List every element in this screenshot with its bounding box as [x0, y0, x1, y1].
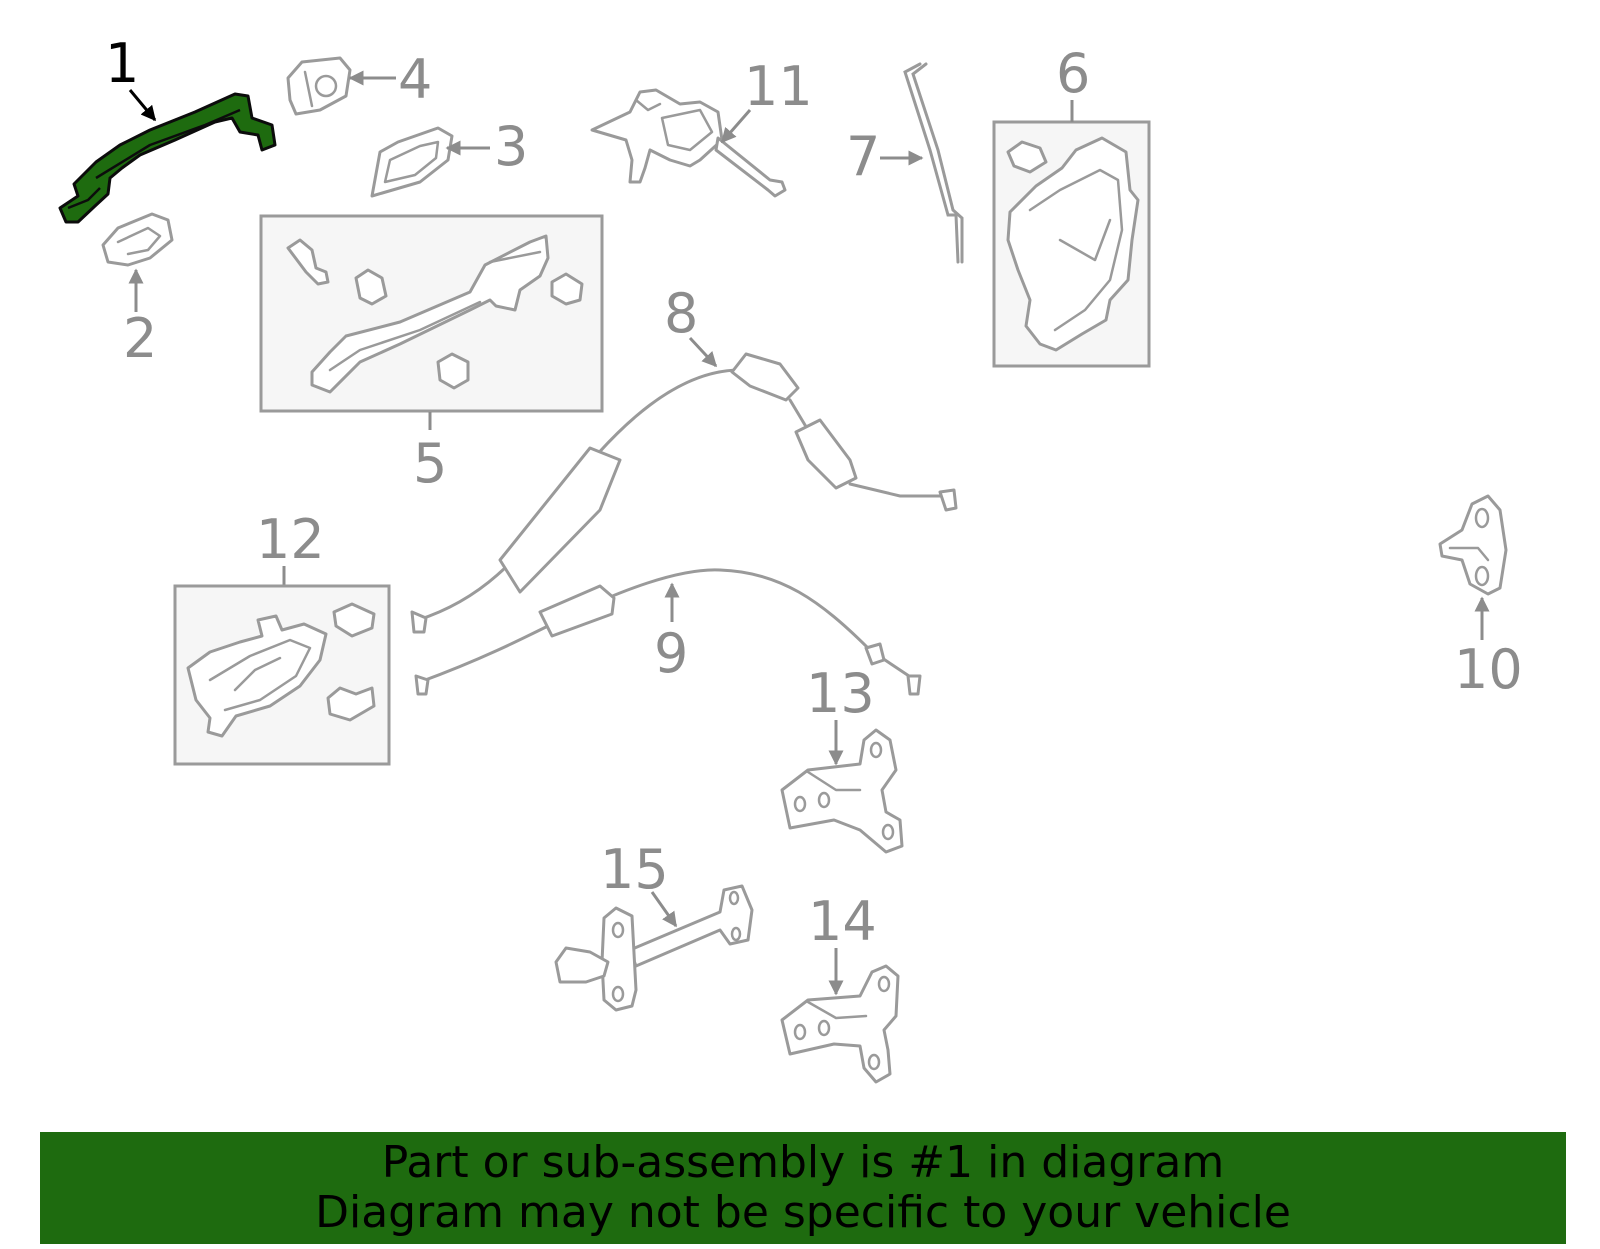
part-9-cable[interactable]: [414, 568, 922, 696]
callout-6: 6: [1056, 42, 1090, 105]
part-7-lock-rod[interactable]: [903, 62, 964, 264]
banner-line-1: Part or sub-assembly is #1 in diagram: [381, 1137, 1225, 1188]
callout-10: 10: [1454, 638, 1523, 701]
part-1-outside-handle[interactable]: [58, 92, 277, 224]
callout-4: 4: [398, 48, 432, 111]
part-13-upper-hinge[interactable]: [780, 728, 904, 854]
callout-13: 13: [806, 662, 875, 725]
part-8-cable[interactable]: [410, 352, 958, 634]
part-12-inside-handle[interactable]: [186, 602, 376, 738]
callout-5: 5: [413, 432, 447, 495]
callout-15: 15: [600, 838, 669, 901]
callout-2: 2: [123, 307, 157, 370]
callout-1: 1: [105, 32, 139, 95]
part-10-striker[interactable]: [1438, 494, 1508, 596]
part-15-door-check[interactable]: [554, 884, 754, 1012]
info-banner: Part or sub-assembly is #1 in diagram Di…: [40, 1132, 1566, 1244]
callout-11: 11: [744, 55, 813, 118]
banner-line-2: Diagram may not be specific to your vehi…: [315, 1187, 1291, 1238]
part-14-lower-hinge[interactable]: [780, 964, 900, 1084]
part-11-lock-cylinder[interactable]: [590, 88, 787, 198]
callout-8: 8: [664, 282, 698, 345]
callout-3: 3: [494, 115, 528, 178]
callout-7: 7: [846, 125, 880, 188]
part-5-handle-base[interactable]: [286, 234, 584, 394]
callout-14: 14: [808, 890, 877, 953]
part-2-handle-cover[interactable]: [101, 212, 174, 267]
callout-9: 9: [654, 622, 688, 685]
callout-12: 12: [256, 508, 325, 571]
part-4-key-cylinder-cap[interactable]: [286, 56, 352, 116]
part-6-door-latch[interactable]: [1006, 136, 1140, 352]
part-3-cover-gasket[interactable]: [370, 126, 454, 198]
